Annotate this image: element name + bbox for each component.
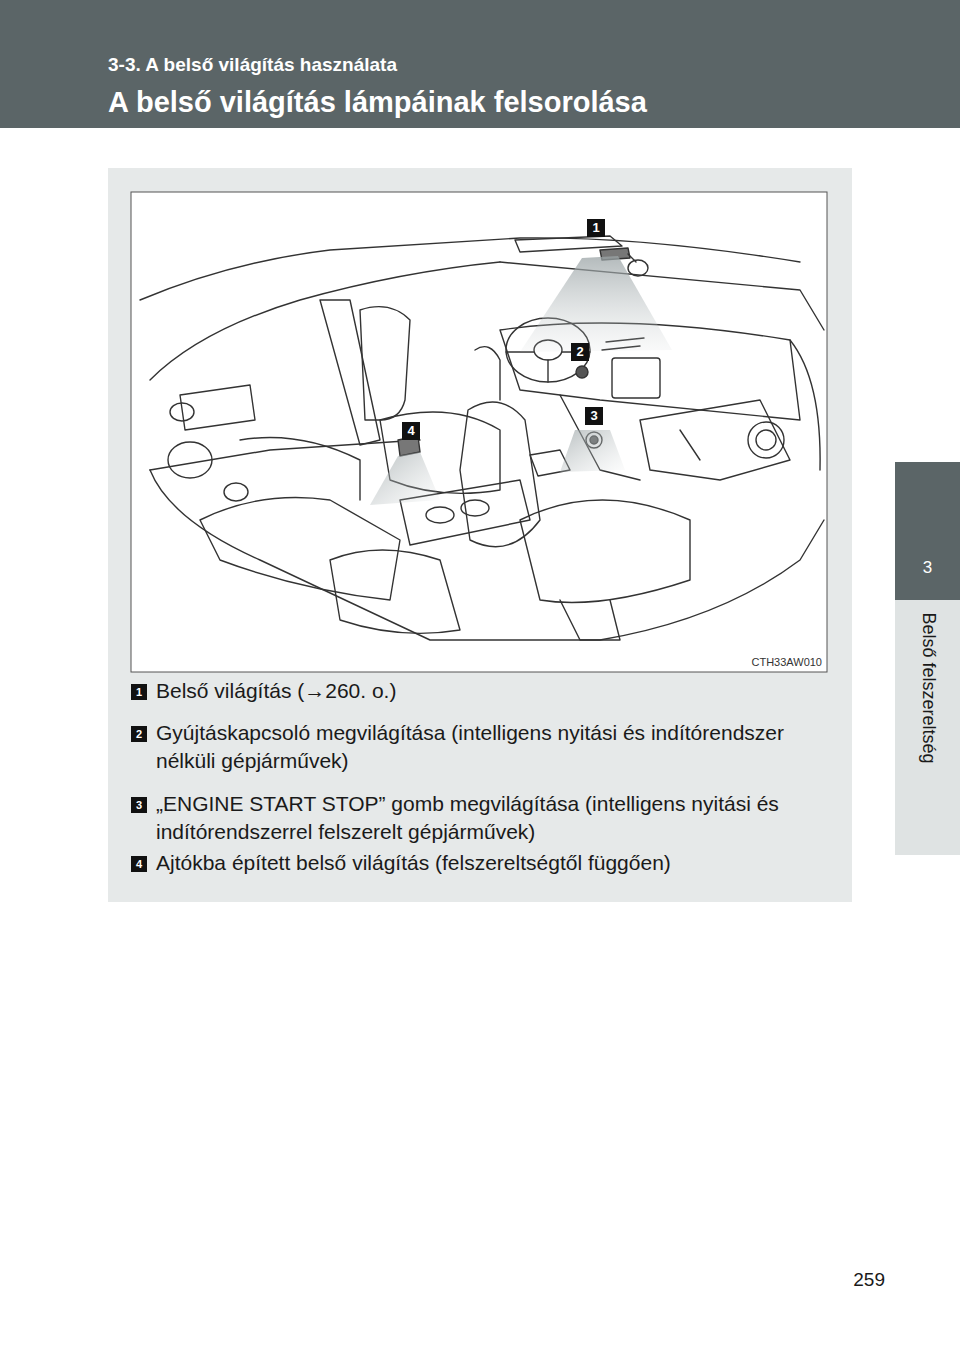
list-item: Belső világítás (→260. o.) <box>156 677 846 705</box>
callout-number: 3 <box>585 407 603 425</box>
page-title: A belső világítás lámpáinak felsorolása <box>108 83 647 122</box>
illustration-frame <box>131 192 827 672</box>
callout-number: 4 <box>131 856 147 872</box>
callout-number: 2 <box>131 726 147 742</box>
callout-number: 2 <box>571 343 589 361</box>
light-beam <box>560 430 625 472</box>
light-beam <box>520 256 672 352</box>
list-item: „ENGINE START STOP” gomb megvilágítása (… <box>156 790 832 846</box>
content-panel <box>108 168 852 902</box>
callout-number: 3 <box>131 797 147 813</box>
callout-number: 1 <box>587 219 605 237</box>
figure-code: CTH33AW010 <box>749 655 824 670</box>
list-item: Ajtókba épített belső világítás (felszer… <box>156 849 846 877</box>
car-interior-drawing <box>140 236 824 640</box>
callout-number: 4 <box>402 422 420 440</box>
callout-number: 1 <box>131 684 147 700</box>
chapter-tab: 3 <box>895 462 960 600</box>
light-beam <box>370 452 440 505</box>
section-heading: 3-3. A belső világítás használata <box>108 52 397 77</box>
chapter-number: 3 <box>923 557 932 580</box>
chapter-name-tab: Belső felszereltség <box>895 600 960 855</box>
header-band <box>0 0 960 128</box>
chapter-name: Belső felszereltség <box>916 612 940 763</box>
list-item: Gyújtáskapcsoló megvilágítása (intellige… <box>156 719 832 775</box>
page-number: 259 <box>853 1267 885 1292</box>
